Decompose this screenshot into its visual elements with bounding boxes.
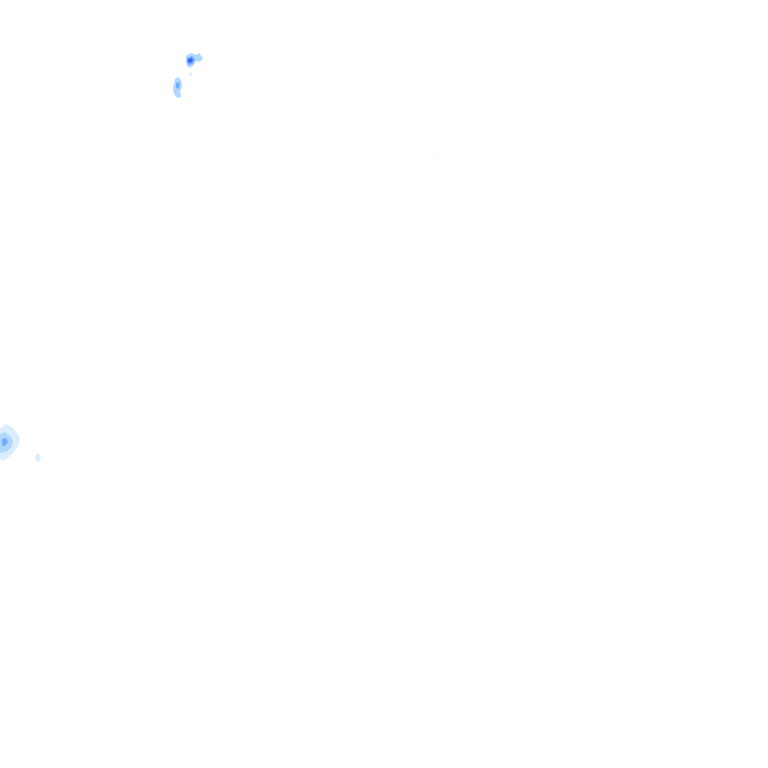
precip-cluster-north-small: [173, 77, 182, 98]
precip-cluster-west-edge: [0, 424, 20, 461]
precip-echo-heavy: [188, 58, 193, 63]
precip-cluster-west-speck: [35, 453, 41, 462]
precip-echo-speck: [189, 72, 192, 76]
precip-echo-very-light: [35, 453, 41, 462]
precip-cluster-north: [186, 53, 203, 76]
precip-echo-very-light: [436, 153, 438, 155]
precip-cluster-center-speck: [436, 153, 438, 155]
precip-echo-moderate: [2, 438, 8, 446]
precip-echo-moderate: [176, 82, 180, 89]
